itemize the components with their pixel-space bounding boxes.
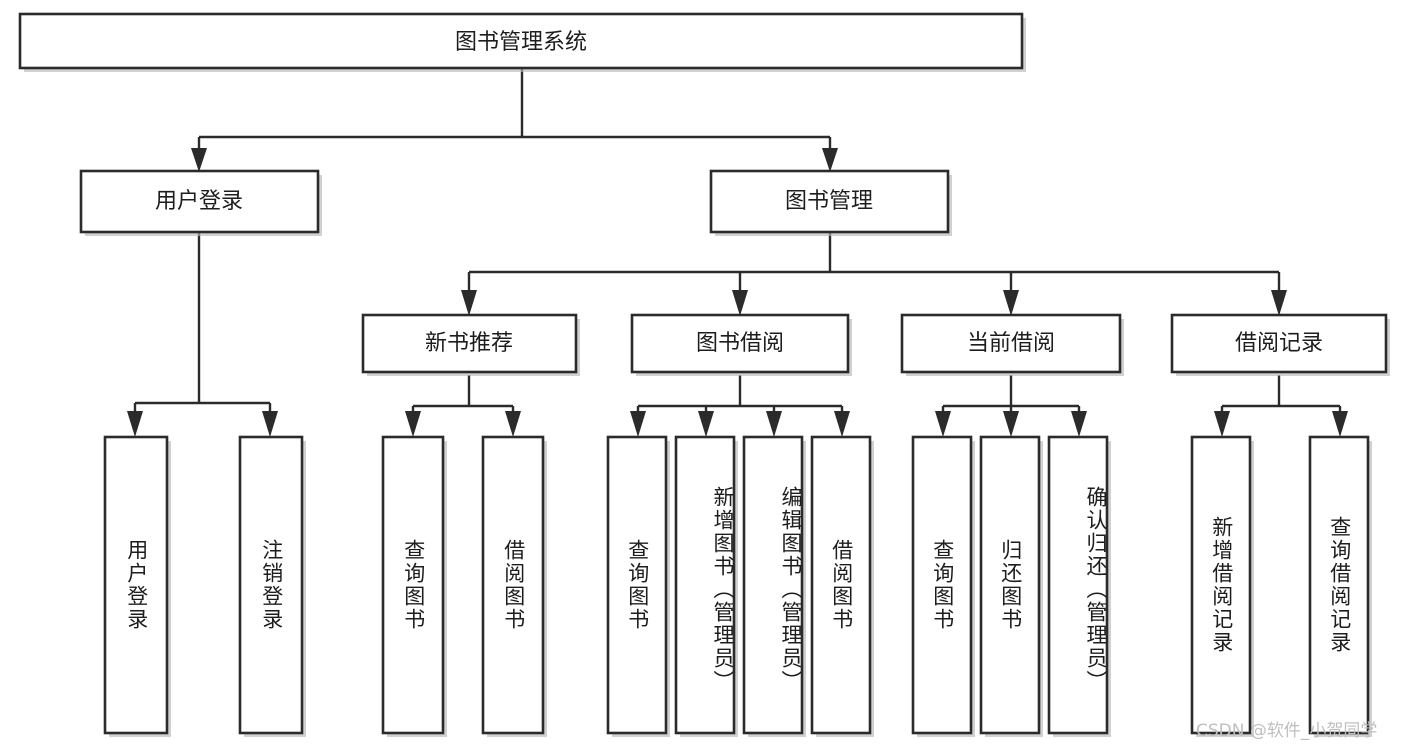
arrow-to-book-borrow [732,290,748,316]
leaf-bookborrow-3-box[interactable] [742,435,804,735]
leaf-currentborrow-2-box[interactable] [979,435,1041,735]
leaf-newbook-1-box[interactable] [381,435,445,735]
arrow-to-leaf-user-login-2 [262,411,278,437]
leaf-currentborrow-3-box[interactable] [1047,435,1109,735]
node-book-manage-label: 图书管理 [785,189,873,214]
leaf-newbook-2-box[interactable] [481,435,545,735]
arrow-to-leaf-currentborrow-2 [1003,411,1019,437]
arrow-to-leaf-borrowrecord-1 [1214,411,1230,437]
leaf-currentborrow-1-box[interactable] [911,435,973,735]
csdn-watermark: CSDN @软件_小贺同学 [1196,721,1378,741]
node-current-borrow-box[interactable] [900,313,1122,374]
node-root-box[interactable] [18,12,1024,70]
node-book-borrow-label: 图书借阅 [696,331,784,356]
node-user-login-box[interactable] [79,169,320,234]
edge-layer [127,68,1348,437]
leaf-bookborrow-1-box[interactable] [606,435,668,735]
node-borrow-record-label: 借阅记录 [1235,331,1323,356]
arrow-to-leaf-user-login-1 [127,411,143,437]
arrow-to-leaf-bookborrow-4 [834,411,850,437]
arrow-to-book-manage [822,148,838,172]
arrow-to-leaf-newbook-2 [505,411,521,437]
arrow-to-borrow-record [1271,290,1287,316]
arrow-to-leaf-bookborrow-3 [766,411,782,437]
arrow-to-current-borrow [1003,290,1019,316]
arrow-to-leaf-borrowrecord-2 [1332,411,1348,437]
arrow-to-leaf-currentborrow-3 [1071,411,1087,437]
leaf-bookborrow-2-box[interactable] [674,435,736,735]
node-current-borrow-label: 当前借阅 [967,331,1055,356]
arrow-to-leaf-bookborrow-2 [698,411,714,437]
leaf-bookborrow-4-box[interactable] [810,435,872,735]
leaf-borrowrecord-1-box[interactable] [1190,435,1252,735]
node-layer: 图书管理系统 用户登录 图书管理 新书推荐 图书借阅 当前借阅 借阅记录 [18,12,1390,737]
leaf-user-login-2-box[interactable] [238,435,304,735]
arrow-to-leaf-newbook-1 [405,411,421,437]
arrow-to-leaf-bookborrow-1 [630,411,646,437]
arrow-to-leaf-currentborrow-1 [935,411,951,437]
node-borrow-record-box[interactable] [1170,313,1388,374]
leaf-user-login-1-box[interactable] [103,435,169,735]
node-new-book-box[interactable] [361,313,578,374]
arrow-to-user-login [191,148,207,172]
node-book-borrow-box[interactable] [630,313,850,374]
leaf-borrowrecord-2-box[interactable] [1308,435,1370,735]
node-book-manage-box[interactable] [709,169,950,234]
node-new-book-label: 新书推荐 [425,331,513,356]
node-root-label: 图书管理系统 [455,30,587,55]
arrow-to-new-book [461,290,477,316]
node-user-login-label: 用户登录 [155,189,243,214]
